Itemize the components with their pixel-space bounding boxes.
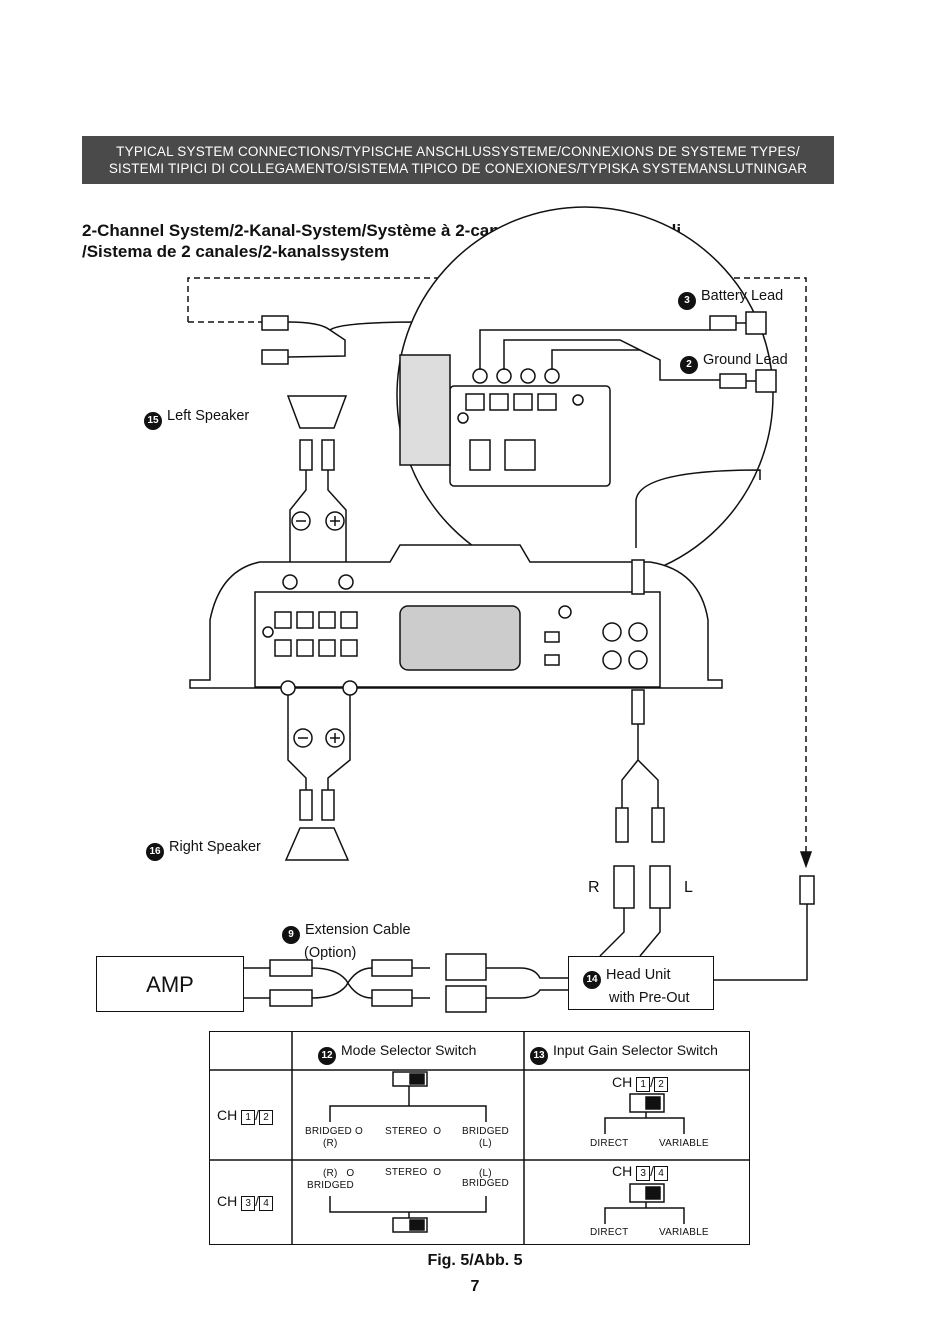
ch-text: CH [612,1163,633,1179]
power-terminals [465,368,560,411]
figure-caption: Fig. 5/Abb. 5 [427,1252,523,1269]
header-text: Input Gain Selector Switch [553,1042,718,1058]
mode-bridged-r-sub: (R) O [323,1168,355,1179]
switch-settings-table [209,1031,750,1245]
callout-text: Right Speaker [169,839,261,855]
right-speaker-label: 16 Right Speaker [146,839,261,861]
mode-bridged-r-label: BRIDGED O [305,1126,363,1137]
gain-row1-channel: CH 1/2 [612,1074,669,1092]
callout-number: 16 [146,843,164,861]
power-plug-top [261,315,289,331]
ch-number: 4 [654,1166,669,1181]
mode-bridged-r-sub: (R) [323,1138,338,1149]
callout-number: 9 [282,926,300,944]
mode-stereo-label: STEREO O [385,1126,442,1137]
callout-number: 14 [583,971,601,989]
heatsink-grille [399,605,521,671]
callout-text: Head Unit [606,967,671,983]
mode-bridged-l-label: BRIDGED [462,1126,509,1137]
callout-text: Battery Lead [701,288,784,304]
callout-text: Left Speaker [167,408,250,424]
ch-text: CH [217,1193,238,1209]
battery-lead-label: 3 Battery Lead [678,288,783,310]
amp-box: AMP [96,956,244,1012]
ch-text: CH [612,1074,633,1090]
left-speaker-icon [286,395,348,429]
banner-line-2: SISTEMI TIPICI DI COLLEGAMENTO/SISTEMA T… [108,161,808,176]
speaker-terminals [274,611,358,657]
power-plug-bottom [261,349,289,365]
mode-bridged-r-label: BRIDGED [307,1180,354,1191]
label-text: STEREO [385,1126,428,1137]
left-speaker-label: 15 Left Speaker [144,408,249,430]
ch-number: 3 [636,1166,651,1181]
title-line-2: /Sistema de 2 canales/2-kanalssystem [82,242,390,261]
rca-l-label: L [684,879,693,896]
section-banner: TYPICAL SYSTEM CONNECTIONS/TYPISCHE ANSC… [82,136,834,184]
ch-number: 1 [241,1110,256,1125]
page-number: 7 [470,1278,480,1295]
banner-line-1: TYPICAL SYSTEM CONNECTIONS/TYPISCHE ANSC… [116,144,800,159]
row2-channel-label: CH 3/4 [217,1193,274,1211]
callout-text: Extension Cable [305,922,411,938]
ch-number: 2 [259,1110,274,1125]
mode-stereo-label: STEREO O [385,1167,442,1178]
ch-text: CH [217,1107,238,1123]
ch-number: 1 [636,1077,651,1092]
battery-fork-icon [736,311,767,335]
gain-variable-label: VARIABLE [659,1138,709,1149]
mode-bridged-l-label: BRIDGED [462,1178,509,1189]
gain-row2-channel: CH 3/4 [612,1163,669,1181]
callout-text: Ground Lead [703,352,788,368]
ground-lead-label: 2 Ground Lead [680,352,788,374]
callout-number: 2 [680,356,698,374]
gain-selector-header: 13 Input Gain Selector Switch [530,1042,718,1065]
extension-cable-label: 9 Extension Cable (Option) [282,921,411,962]
label-text: (R) [323,1168,338,1179]
callout-number: 15 [144,412,162,430]
row1-channel-label: CH 1/2 [217,1107,274,1125]
callout-subtext: (Option) [304,945,357,961]
mode-selector-header: 12 Mode Selector Switch [318,1042,476,1065]
callout-number: 13 [530,1047,548,1065]
ch-number: 3 [241,1196,256,1211]
ch-number: 4 [259,1196,274,1211]
callout-number: 12 [318,1047,336,1065]
gain-direct-label: DIRECT [590,1138,629,1149]
ground-fork-icon [746,369,777,393]
right-speaker-icon [284,827,350,861]
battery-arrow-icon [799,851,813,869]
mode-bridged-l-sub: (L) [479,1168,492,1179]
label-text: STEREO [385,1167,428,1178]
label-text: BRIDGED [305,1126,352,1137]
callout-number: 3 [678,292,696,310]
head-unit-box: 14 Head Unit with Pre-Out [568,956,714,1010]
gain-variable-label: VARIABLE [659,1227,709,1238]
callout-subtext: with Pre-Out [609,990,690,1006]
rca-r-label: R [588,879,600,896]
ch-number: 2 [654,1077,669,1092]
gain-direct-label: DIRECT [590,1227,629,1238]
mode-bridged-l-sub: (L) [479,1138,492,1149]
header-text: Mode Selector Switch [341,1042,477,1058]
